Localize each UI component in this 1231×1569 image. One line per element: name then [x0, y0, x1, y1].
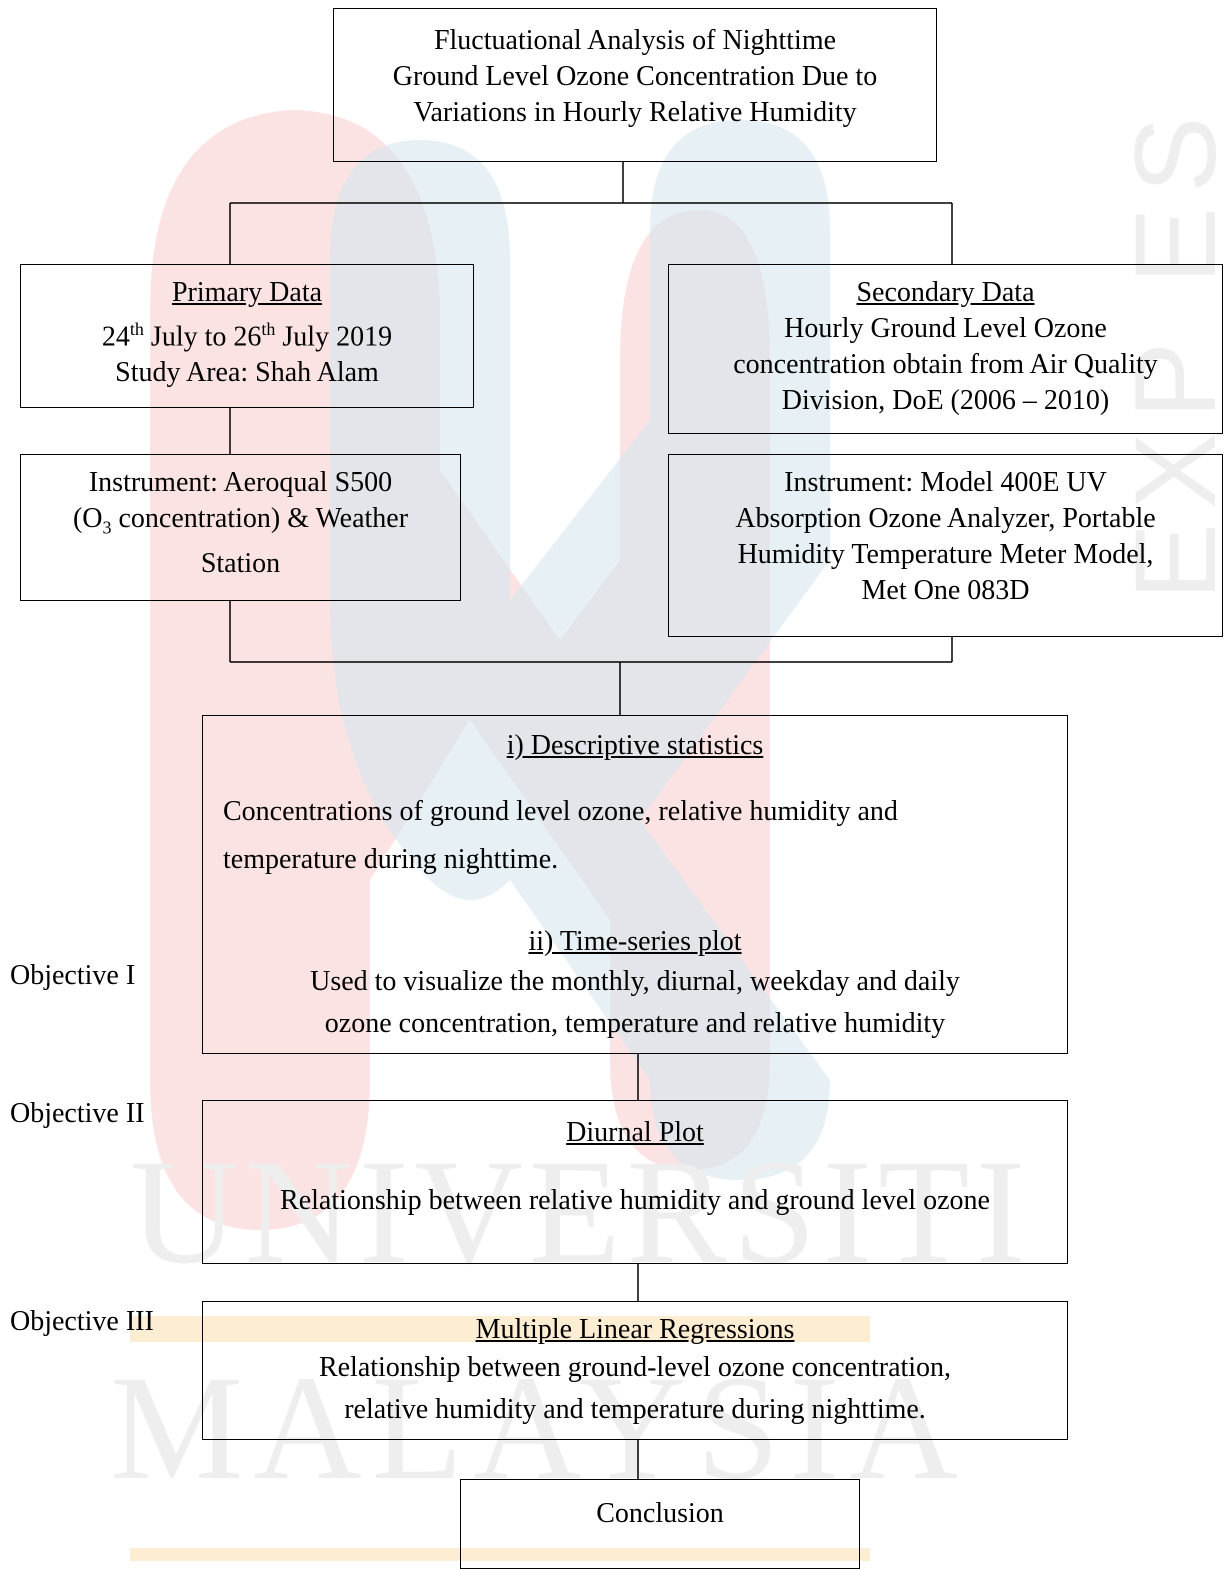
time-series-heading: ii) Time-series plot: [528, 926, 742, 957]
title-line: Variations in Hourly Relative Humidity: [413, 97, 857, 128]
instrument-text: (O: [72, 503, 103, 534]
watermark-blue-shape: [330, 120, 830, 1180]
diurnal-plot-box: Diurnal Plot Relationship between relati…: [202, 1100, 1068, 1264]
study-area: Study Area: Shah Alam: [115, 357, 379, 389]
diurnal-plot-text: Relationship between relative humidity a…: [280, 1185, 990, 1216]
watermark-text: EXP ES: [1112, 103, 1231, 600]
objective-1-label: Objective I: [10, 960, 136, 991]
title-line: Ground Level Ozone Concentration Due to: [392, 61, 878, 92]
primary-date-range: 24th July to 26th July 2019: [21, 311, 473, 355]
descriptive-statistics-heading: i) Descriptive statistics: [506, 730, 764, 761]
watermark-gold-band: [130, 1548, 870, 1561]
ozone-subscript: 3: [102, 517, 112, 538]
instrument-line: Instrument: Aeroqual S500: [88, 467, 393, 498]
date-end: July 2019: [275, 321, 393, 353]
instrument-line: Absorption Ozone Analyzer, Portable: [735, 503, 1156, 534]
conclusion-box: Conclusion: [460, 1479, 860, 1569]
instrument-line: (O3 concentration) & Weather: [21, 501, 460, 546]
watermark-text: MALAYSIA: [110, 1345, 968, 1511]
instrument-line: Humidity Temperature Meter Model,: [737, 539, 1154, 570]
instrument-line: Station: [200, 547, 281, 579]
regression-text: relative humidity and temperature during…: [344, 1394, 926, 1425]
date-suffix-1: th: [129, 319, 144, 339]
secondary-line: Hourly Ground Level Ozone: [784, 313, 1107, 344]
watermark-text: UNIVERSITI: [130, 1129, 1032, 1295]
watermark-gold-band: [130, 1316, 870, 1342]
instrument-line: Met One 083D: [861, 575, 1030, 606]
secondary-data-box: Secondary Data Hourly Ground Level Ozone…: [668, 264, 1223, 434]
title-box: Fluctuational Analysis of Nighttime Grou…: [333, 8, 937, 162]
descriptive-text: Concentrations of ground level ozone, re…: [223, 796, 898, 827]
secondary-data-heading: Secondary Data: [856, 277, 1035, 308]
date-suffix-2: th: [261, 319, 276, 339]
regression-box: Multiple Linear Regressions Relationship…: [202, 1301, 1068, 1440]
diurnal-plot-heading: Diurnal Plot: [566, 1117, 704, 1148]
primary-data-box: Primary Data 24th July to 26th July 2019…: [20, 264, 474, 408]
instrument-secondary-box: Instrument: Model 400E UV Absorption Ozo…: [668, 454, 1223, 637]
objective-3-label: Objective III: [10, 1306, 154, 1337]
time-series-text: ozone concentration, temperature and rel…: [324, 1008, 946, 1039]
regression-text: Relationship between ground-level ozone …: [318, 1352, 952, 1383]
instrument-text: concentration) & Weather: [111, 503, 409, 534]
date-middle: July to 26: [143, 321, 262, 353]
date-day-1: 24: [101, 321, 130, 353]
descriptive-text: temperature during nighttime.: [223, 844, 559, 875]
time-series-text: Used to visualize the monthly, diurnal, …: [310, 966, 960, 997]
analysis-box: i) Descriptive statistics Concentrations…: [202, 715, 1068, 1054]
primary-data-heading: Primary Data: [171, 277, 323, 308]
conclusion-label: Conclusion: [596, 1498, 724, 1529]
regression-heading: Multiple Linear Regressions: [475, 1314, 795, 1345]
title-line: Fluctuational Analysis of Nighttime: [433, 25, 837, 56]
secondary-line: concentration obtain from Air Quality: [733, 349, 1158, 380]
instrument-line: Instrument: Model 400E UV: [784, 467, 1107, 498]
instrument-primary-box: Instrument: Aeroqual S500 (O3 concentrat…: [20, 454, 461, 601]
secondary-line: Division, DoE (2006 – 2010): [781, 385, 1110, 416]
objective-2-label: Objective II: [10, 1098, 145, 1129]
